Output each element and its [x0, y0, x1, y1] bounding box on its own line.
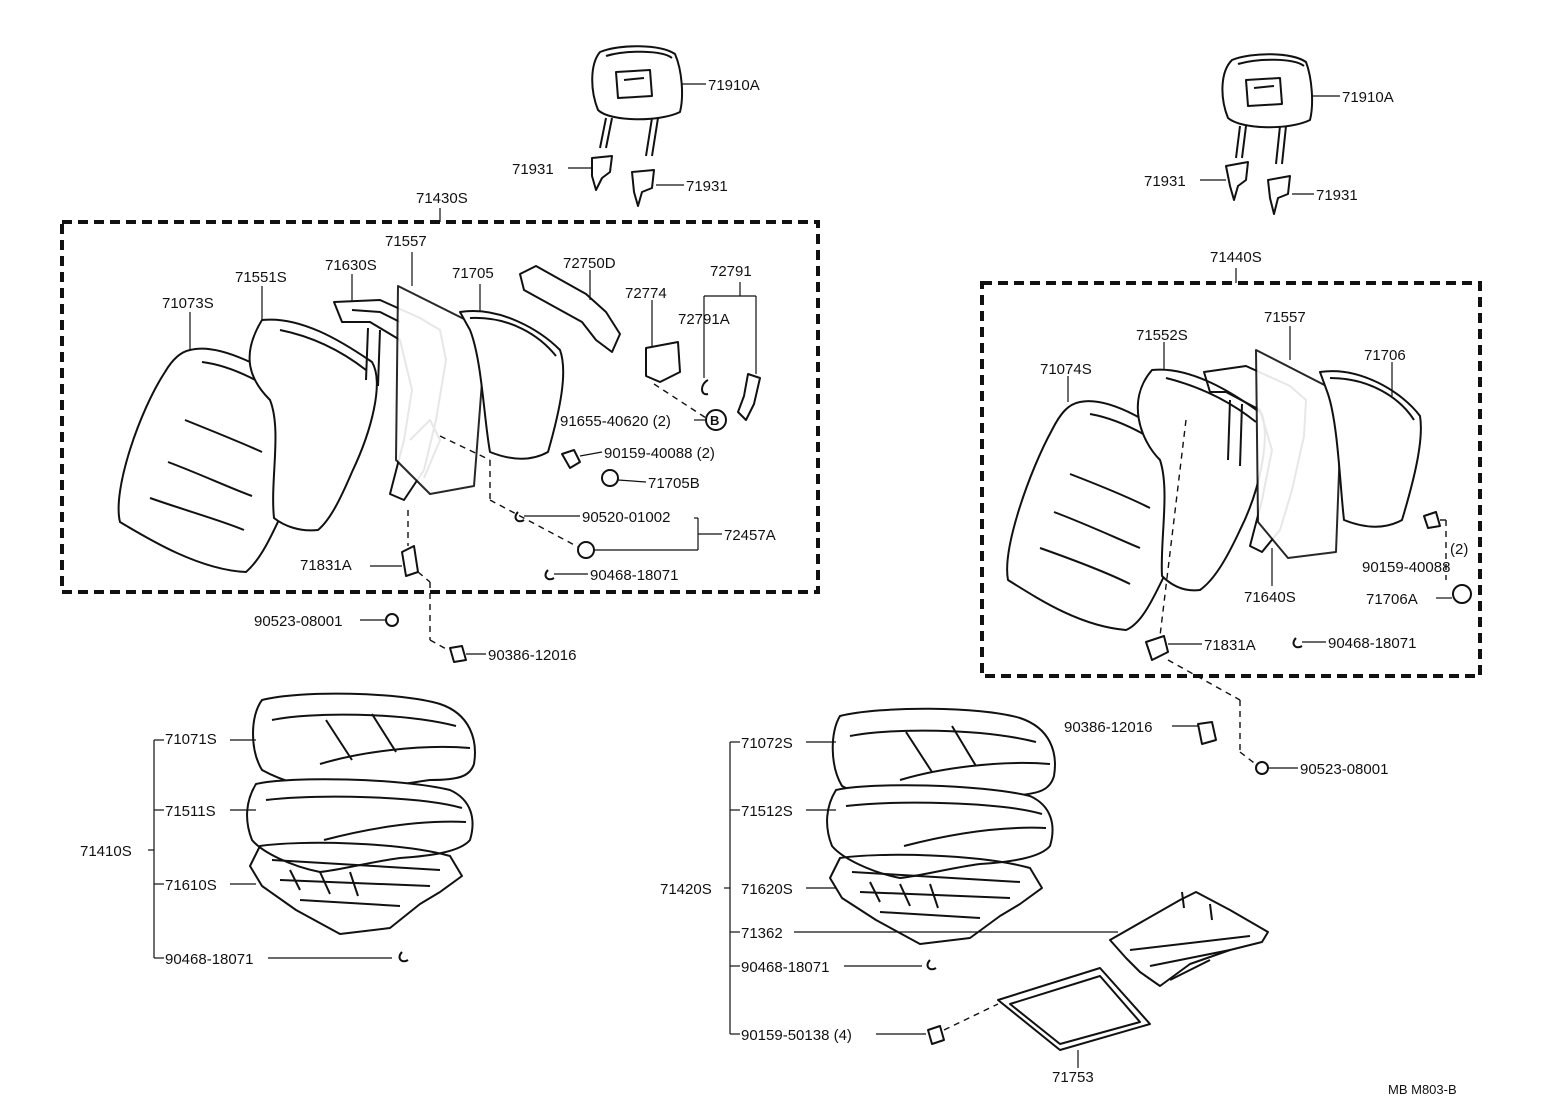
callout-support-l1: 71931 [512, 161, 554, 178]
callout-sr-71640s: 71640S [1244, 589, 1296, 606]
clip-90468-right [1292, 637, 1303, 649]
callout-sl-72750d: 72750D [563, 255, 616, 272]
callout-headrest-right: 71910A [1342, 89, 1394, 106]
callout-sl-72791a: 72791A [678, 311, 730, 328]
tray-support-frame [1109, 891, 1269, 987]
callout-sr-90523: 90523-08001 [1300, 761, 1388, 778]
cap-71706a [1452, 584, 1472, 604]
callout-support-l2: 71931 [686, 178, 728, 195]
callout-cr-71420s: 71420S [660, 881, 712, 898]
callout-cl-90468: 90468-18071 [165, 951, 253, 968]
callout-sr-90468: 90468-18071 [1328, 635, 1416, 652]
callout-sl-90520: 90520-01002 [582, 509, 670, 526]
nut-90523-right [1255, 761, 1269, 775]
cushion-frame-left [249, 841, 463, 935]
callout-sl-72774: 72774 [625, 285, 667, 302]
callout-back-assy-right: 71440S [1210, 249, 1262, 266]
callout-sr-71831a: 71831A [1204, 637, 1256, 654]
screw-90159-cushion [927, 1025, 945, 1045]
reclining-lever-left [737, 373, 761, 421]
callout-cl-71071s: 71071S [165, 731, 217, 748]
callout-sl-90468: 90468-18071 [590, 567, 678, 584]
lever-spring-left [701, 379, 709, 396]
cushion-pad-left [246, 778, 474, 873]
callout-sl-71557: 71557 [385, 233, 427, 250]
callout-sl-90386: 90386-12016 [488, 647, 576, 664]
callout-support-r2: 71931 [1316, 187, 1358, 204]
cushion-cover-left [252, 692, 476, 795]
callout-sl-71551s: 71551S [235, 269, 287, 286]
clip-90468-left [544, 569, 555, 581]
nut-90523-left [385, 613, 399, 627]
callout-support-r1: 71931 [1144, 173, 1186, 190]
callout-cl-71511s: 71511S [165, 803, 216, 820]
reference-b-marker [705, 409, 727, 431]
cushion-pad-right [826, 784, 1054, 879]
seatback-back-board-right [1319, 370, 1422, 528]
callout-sr-71557: 71557 [1264, 309, 1306, 326]
callout-sl-71831a: 71831A [300, 557, 352, 574]
callout-sr-71074s: 71074S [1040, 361, 1092, 378]
callout-sl-71705b: 71705B [648, 475, 700, 492]
callout-headrest-left: 71910A [708, 77, 760, 94]
bushing-90386-left [449, 645, 467, 663]
callout-back-assy-left: 71430S [416, 190, 468, 207]
callout-cr-71362: 71362 [741, 925, 783, 942]
headrest-right [1221, 53, 1314, 165]
callout-sl-71073s: 71073S [162, 295, 214, 312]
hinge-cover-left [401, 545, 419, 577]
callout-sl-72791: 72791 [710, 263, 752, 280]
hinge-cover-right [1145, 635, 1169, 661]
clip-90468-cushion-left [398, 951, 409, 963]
headrest-support-left-1 [591, 155, 613, 191]
callout-sl-90159: 90159-40088 (2) [604, 445, 715, 462]
callout-sl-91655: 91655-40620 (2) [560, 413, 671, 430]
bushing-90386-right [1197, 721, 1217, 745]
nut-72457a [577, 541, 595, 559]
under-seat-tray [997, 967, 1151, 1051]
callout-sr-qty2: (2) [1450, 541, 1468, 558]
screw-90159-right [1423, 511, 1441, 529]
callout-sl-72457a: 72457A [724, 527, 776, 544]
cap-71705b [601, 469, 619, 487]
callout-sl-71630s: 71630S [325, 257, 377, 274]
callout-cr-90159: 90159-50138 (4) [741, 1027, 852, 1044]
callout-sl-71705: 71705 [452, 265, 494, 282]
right-back-assembly-box [980, 281, 1482, 678]
callout-cl-71410s: 71410S [80, 843, 132, 860]
headrest-support-right-1 [1225, 161, 1249, 201]
diagram-code: MB M803-B [1388, 1082, 1457, 1097]
cushion-frame-right [829, 853, 1043, 945]
callout-sr-71706a: 71706A [1366, 591, 1418, 608]
seatback-back-board-left [459, 310, 565, 460]
callout-cl-71610s: 71610S [165, 877, 217, 894]
callout-sl-90523: 90523-08001 [254, 613, 342, 630]
callout-sr-71706: 71706 [1364, 347, 1406, 364]
recliner-cover-left [519, 265, 621, 353]
clip-90468-cushion-right [926, 959, 937, 971]
callout-cr-71620s: 71620S [741, 881, 793, 898]
reclining-handle-bracket-left [645, 341, 681, 383]
callout-cr-71753: 71753 [1052, 1069, 1094, 1086]
callout-sr-90386: 90386-12016 [1064, 719, 1152, 736]
callout-sr-71552s: 71552S [1136, 327, 1188, 344]
headrest-support-right-2 [1267, 175, 1291, 215]
callout-cr-90468: 90468-18071 [741, 959, 829, 976]
clip-90520-left [514, 511, 525, 523]
headrest-support-left-2 [631, 169, 655, 207]
callout-cr-71072s: 71072S [741, 735, 793, 752]
left-back-assembly-box [60, 220, 820, 594]
callout-sr-90159: 90159-40088 [1362, 559, 1450, 576]
reference-b-label: B [710, 413, 719, 428]
screw-90159-left [561, 449, 581, 469]
headrest-left [591, 45, 684, 157]
callout-cr-71512s: 71512S [741, 803, 793, 820]
